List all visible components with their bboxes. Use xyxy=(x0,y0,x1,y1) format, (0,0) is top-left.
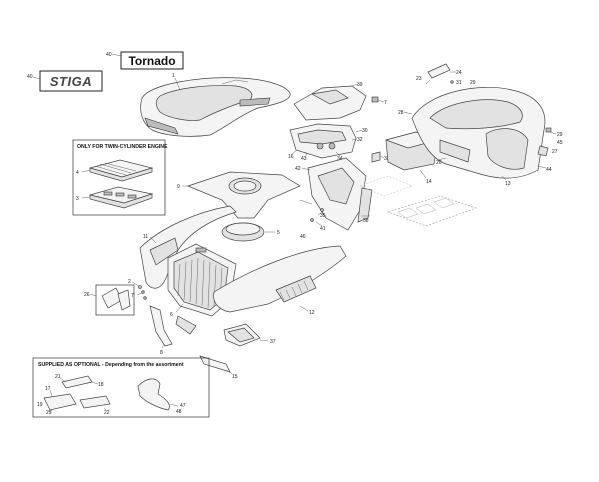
front-strip-part: 8 xyxy=(149,305,197,356)
intake-ring-part: 5 xyxy=(221,222,280,242)
twin-cylinder-box-title: ONLY FOR TWIN-CYLINDER ENGINE xyxy=(77,144,168,150)
callout-19: 19 xyxy=(37,402,43,408)
callout-7-right: 7 xyxy=(384,100,387,106)
callout-15: 15 xyxy=(232,374,238,380)
stiga-logo-text: STIGA xyxy=(50,74,92,89)
callout-8: 8 xyxy=(160,350,163,356)
bonnet-hood-part: 1 xyxy=(140,73,291,137)
dash-frame-part: 9 xyxy=(177,171,301,219)
callout-23: 23 xyxy=(416,76,422,82)
callout-41: 41 xyxy=(320,226,326,232)
callout-6: 6 xyxy=(170,312,173,318)
callout-2: 2 xyxy=(128,279,131,285)
callout-11: 11 xyxy=(143,234,148,240)
tornado-logo-text: Tornado xyxy=(128,54,175,68)
callout-31: 31 xyxy=(456,80,462,86)
clip-parts-left: 2 7 26 xyxy=(84,279,147,316)
twin-cylinder-box: ONLY FOR TWIN-CYLINDER ENGINE 4 3 xyxy=(72,139,168,216)
callout-42: 42 xyxy=(295,166,301,172)
callout-47: 47 xyxy=(180,403,186,409)
callout-32: 32 xyxy=(357,137,363,143)
stiga-logo: STIGA 40 xyxy=(27,70,103,92)
tornado-logo: Tornado 40 xyxy=(106,51,184,70)
callout-35: 35 xyxy=(320,213,326,219)
callout-1: 1 xyxy=(172,73,175,79)
floor-tray-outline xyxy=(359,175,477,227)
callout-4: 4 xyxy=(76,170,79,176)
callout-43: 43 xyxy=(301,156,307,162)
dashboard-console-part: 16 34 43 30 32 33 xyxy=(288,123,390,163)
callout-9: 9 xyxy=(177,184,180,190)
callout-45: 45 xyxy=(557,140,563,146)
optional-box-title: SUPPLIED AS OPTIONAL - Depending from th… xyxy=(38,362,184,368)
callout-18: 18 xyxy=(98,382,104,388)
callout-29-top: 29 xyxy=(470,80,476,86)
dashboard-upper-part: 39 7 xyxy=(293,82,387,121)
callout-29: 29 xyxy=(557,132,563,138)
callout-33: 33 xyxy=(384,156,390,162)
callout-25: 25 xyxy=(46,410,52,416)
callout-37: 37 xyxy=(270,339,276,345)
callout-46: 46 xyxy=(300,234,306,240)
callout-3: 3 xyxy=(76,196,79,202)
callout-28: 28 xyxy=(398,110,404,116)
callout-13: 13 xyxy=(505,181,511,187)
callout-tornado-ref: 40 xyxy=(106,52,112,58)
steering-column-part: 42 35 41 46 38 xyxy=(295,157,373,240)
callout-stiga-ref: 40 xyxy=(27,74,33,80)
rear-fender-part: 13 24 23 31 29 28 20 29 45 27 44 xyxy=(398,63,563,187)
callout-30: 30 xyxy=(362,128,368,134)
callout-14: 14 xyxy=(426,179,432,185)
callout-24: 24 xyxy=(456,70,462,76)
callout-38: 38 xyxy=(363,218,369,224)
callout-39: 39 xyxy=(357,82,363,88)
callout-48: 48 xyxy=(176,409,182,415)
callout-17: 17 xyxy=(45,386,51,392)
callout-21: 21 xyxy=(55,374,61,380)
callout-34: 34 xyxy=(337,156,343,162)
callout-16: 16 xyxy=(288,154,294,160)
right-side-panel-part: 12 xyxy=(213,245,347,316)
callout-7: 7 xyxy=(131,293,134,299)
left-side-panel-part: 11 xyxy=(139,205,237,289)
callout-5: 5 xyxy=(277,230,280,236)
callout-44: 44 xyxy=(546,167,552,173)
step-plate-part: 37 xyxy=(223,323,276,347)
callout-12: 12 xyxy=(309,310,315,316)
callout-20: 20 xyxy=(436,160,442,166)
optional-parts-box: SUPPLIED AS OPTIONAL - Depending from th… xyxy=(32,357,210,418)
callout-22: 22 xyxy=(104,410,110,416)
trim-bar-part: 15 xyxy=(199,355,238,380)
callout-26-left: 26 xyxy=(84,292,90,298)
callout-27: 27 xyxy=(552,149,558,155)
